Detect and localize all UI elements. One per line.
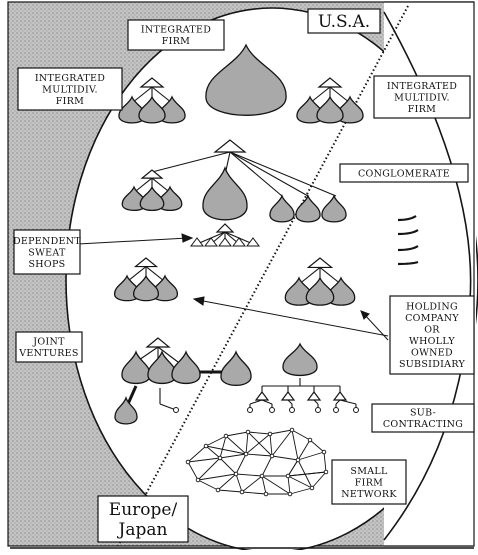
network-node — [296, 458, 300, 462]
label-text: NETWORK — [341, 489, 397, 500]
svg-text:Japan: Japan — [117, 520, 168, 540]
label-integrated-firm: INTEGRATEDFIRM — [128, 20, 224, 50]
network-node — [204, 444, 208, 448]
unit-dot — [316, 408, 321, 413]
network-node — [218, 456, 222, 460]
network-node — [308, 438, 312, 442]
label-text: SWEAT — [28, 247, 66, 258]
label-integrated-multidiv-right: INTEGRATEDMULTIDIV.FIRM — [374, 76, 470, 118]
label-text: FIRM — [56, 96, 84, 107]
label-text: FIRM — [408, 104, 436, 115]
network-node — [246, 430, 250, 434]
label-text: JOINT — [32, 337, 65, 348]
unit-dot — [270, 408, 275, 413]
unit-dot — [174, 408, 179, 413]
network-node — [310, 486, 314, 490]
usa-label: U.S.A. — [308, 9, 380, 33]
network-node — [322, 450, 326, 454]
europe-japan-label: Europe/ Japan — [98, 496, 188, 542]
label-text: HOLDING — [406, 302, 458, 313]
network-node — [324, 470, 328, 474]
label-text: SUBSIDIARY — [399, 359, 466, 370]
label-text: MULTIDIV. — [42, 84, 98, 95]
svg-text:Europe/: Europe/ — [109, 500, 178, 520]
label-text: VENTURES — [18, 348, 78, 359]
network-node — [264, 492, 268, 496]
unit-dot — [354, 408, 359, 413]
network-node — [286, 474, 290, 478]
label-text: DEPENDENT — [13, 236, 81, 247]
label-text: CONTRACTING — [383, 419, 463, 430]
label-sub-contracting: SUB-CONTRACTING — [372, 404, 474, 432]
label-text: FIRM — [355, 477, 383, 488]
label-text: SHOPS — [29, 259, 66, 270]
network-node — [290, 428, 294, 432]
label-text: INTEGRATED — [35, 73, 105, 84]
unit-dot — [248, 408, 253, 413]
network-node — [288, 492, 292, 496]
network-node — [216, 488, 220, 492]
label-text: MULTIDIV. — [394, 92, 450, 103]
network-node — [270, 454, 274, 458]
network-node — [224, 434, 228, 438]
label-holding-company: HOLDINGCOMPANYORWHOLLYOWNEDSUBSIDIARY — [390, 296, 474, 374]
label-text: WHOLLY — [409, 336, 455, 347]
label-text: INTEGRATED — [141, 25, 211, 36]
network-node — [186, 460, 190, 464]
label-text: FIRM — [162, 36, 190, 47]
network-node — [268, 432, 272, 436]
network-node — [240, 490, 244, 494]
unit-dot — [334, 408, 339, 413]
label-text: INTEGRATED — [387, 81, 457, 92]
label-conglomerate: CONGLOMERATE — [340, 164, 468, 182]
network-node — [234, 472, 238, 476]
label-text: OR — [424, 325, 440, 336]
label-text: CONGLOMERATE — [358, 168, 450, 179]
network-node — [196, 478, 200, 482]
label-text: OWNED — [411, 348, 453, 359]
label-text: SUB- — [410, 408, 436, 419]
network-node — [260, 474, 264, 478]
label-text: SMALL — [350, 466, 388, 477]
unit-dot — [290, 408, 295, 413]
network-node — [244, 452, 248, 456]
svg-text:U.S.A.: U.S.A. — [318, 12, 370, 32]
label-text: COMPANY — [405, 313, 459, 324]
